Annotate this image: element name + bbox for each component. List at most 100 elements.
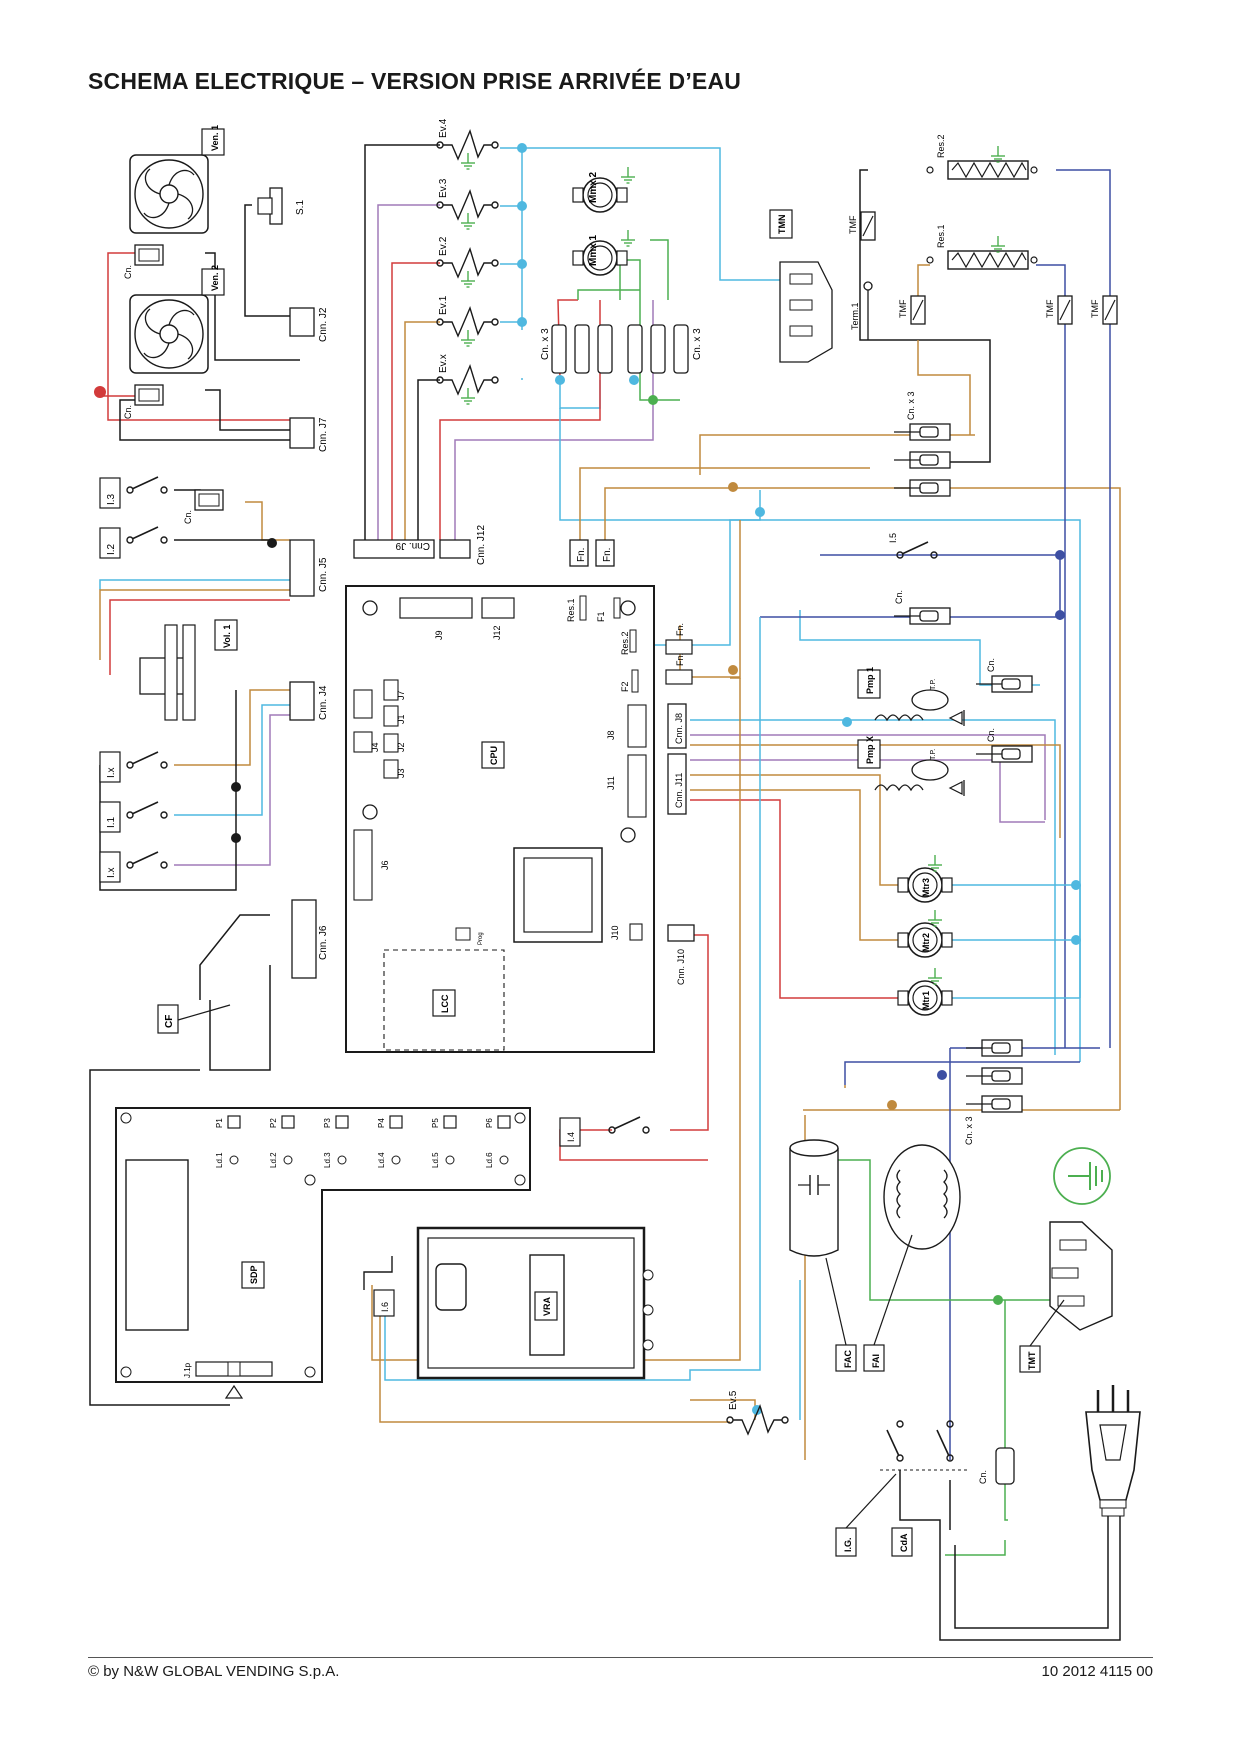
svg-text:Cnn. J12: Cnn. J12 bbox=[476, 525, 487, 565]
svg-text:Cn.: Cn. bbox=[183, 510, 193, 524]
switch-i4 bbox=[608, 1116, 650, 1134]
connector-fn-a: Fn. bbox=[569, 539, 589, 567]
svg-text:J.1p: J.1p bbox=[183, 1362, 192, 1378]
switch-i1 bbox=[126, 801, 168, 819]
mixer-mmx1: Mmx 1 bbox=[572, 229, 636, 276]
connector-cnn-j5: Cnn. J5 bbox=[289, 539, 329, 597]
svg-text:Mtr3: Mtr3 bbox=[921, 878, 931, 897]
switch-i5: I.5 bbox=[888, 533, 938, 559]
svg-text:Cn.: Cn. bbox=[123, 265, 133, 279]
svg-text:Cn.: Cn. bbox=[978, 1470, 988, 1484]
svg-text:Cnn. J10: Cnn. J10 bbox=[676, 949, 686, 985]
svg-text:I.6: I.6 bbox=[380, 1302, 390, 1312]
label-ev4: Ev.4 bbox=[438, 118, 449, 138]
svg-text:Cnn. J6: Cnn. J6 bbox=[318, 925, 329, 960]
svg-text:Mtr1: Mtr1 bbox=[921, 991, 931, 1010]
svg-text:I.2: I.2 bbox=[106, 543, 117, 555]
svg-text:J9: J9 bbox=[434, 630, 444, 640]
svg-text:P2: P2 bbox=[269, 1118, 278, 1128]
connector-cn-right: Cn. bbox=[893, 590, 951, 625]
svg-text:P1: P1 bbox=[215, 1118, 224, 1128]
svg-text:P5: P5 bbox=[431, 1118, 440, 1128]
spade-block-upper: Cn. x 3 bbox=[893, 391, 951, 497]
svg-text:J3: J3 bbox=[396, 768, 406, 778]
svg-text:FAC: FAC bbox=[843, 1349, 853, 1368]
cpu-label: CPU bbox=[489, 746, 499, 765]
connector-strip-left: Cn. x 3 bbox=[540, 324, 613, 374]
svg-text:Prog: Prog bbox=[478, 932, 484, 945]
svg-text:Cn.: Cn. bbox=[123, 405, 133, 419]
svg-text:Ven. 1: Ven. 1 bbox=[210, 125, 220, 151]
svg-text:TMF: TMF bbox=[1090, 299, 1100, 318]
svg-text:FAI: FAI bbox=[871, 1354, 881, 1368]
resistor-res1: Res.1 bbox=[936, 224, 1029, 270]
label-ev3: Ev.3 bbox=[438, 178, 449, 198]
svg-text:J2: J2 bbox=[396, 742, 406, 752]
svg-text:Cn. x 3: Cn. x 3 bbox=[964, 1116, 974, 1145]
svg-text:Cnn. J11: Cnn. J11 bbox=[674, 773, 684, 808]
switch-i3-connector: Cn. bbox=[183, 489, 224, 524]
sdp-leds: Ld.1 Ld.2 Ld.3 Ld.4 Ld.5 Ld.6 bbox=[215, 1152, 509, 1168]
svg-text:Cnn. J5: Cnn. J5 bbox=[318, 557, 329, 592]
sdp-buttons: P1 P2 P3 P4 P5 P6 bbox=[215, 1115, 511, 1129]
svg-text:Cn.: Cn. bbox=[986, 728, 996, 742]
tmf-a: TMF bbox=[848, 211, 876, 241]
svg-text:J8: J8 bbox=[606, 730, 616, 740]
svg-text:Ld.1: Ld.1 bbox=[215, 1152, 224, 1168]
motor-mtr3: Mtr3 bbox=[897, 854, 953, 903]
svg-text:TMN: TMN bbox=[777, 215, 787, 235]
tmf-b: TMF bbox=[898, 295, 926, 325]
motor-mtr1: Mtr1 bbox=[897, 967, 953, 1016]
connector-cnn-j2: Cnn. J2 bbox=[289, 307, 329, 342]
svg-text:Cn. x 3: Cn. x 3 bbox=[540, 328, 551, 360]
connector-fn-c: Fn. bbox=[665, 623, 693, 655]
svg-text:Ld.4: Ld.4 bbox=[377, 1152, 386, 1168]
fan2-connector: Cn. bbox=[123, 384, 164, 419]
svg-text:Cn.: Cn. bbox=[986, 658, 996, 672]
pump-pmp1: Pmp 1 T.P. Cn. bbox=[857, 658, 1033, 726]
thermostat-term1: Term.1 bbox=[850, 281, 873, 340]
connector-cnn-j11: Cnn. J11 bbox=[667, 753, 687, 815]
svg-text:Cnn. J2: Cnn. J2 bbox=[318, 307, 329, 342]
svg-text:Fn.: Fn. bbox=[602, 548, 613, 562]
tmf-c: TMF bbox=[1045, 295, 1073, 325]
fan-ven1: Ven. 1 bbox=[129, 125, 225, 234]
svg-text:Ld.5: Ld.5 bbox=[431, 1152, 440, 1168]
svg-text:I.G.: I.G. bbox=[843, 1537, 853, 1552]
svg-text:Fn.: Fn. bbox=[675, 653, 685, 666]
svg-text:P4: P4 bbox=[377, 1118, 386, 1128]
sdp-panel: J.1p SDP bbox=[115, 1107, 531, 1399]
mixer-mmx2: Mmx 2 bbox=[572, 166, 636, 213]
svg-text:P3: P3 bbox=[323, 1118, 332, 1128]
switch-ix-b bbox=[126, 851, 168, 869]
svg-text:J11: J11 bbox=[606, 776, 616, 790]
svg-text:Cn.: Cn. bbox=[894, 590, 904, 604]
vra-transformer: VRA bbox=[416, 1226, 654, 1380]
motor-mtr2: Mtr2 bbox=[897, 909, 953, 958]
svg-text:Ld.3: Ld.3 bbox=[323, 1152, 332, 1168]
svg-text:Cnn. J4: Cnn. J4 bbox=[318, 685, 329, 720]
tmf-d: TMF bbox=[1090, 295, 1118, 325]
svg-text:J12: J12 bbox=[492, 625, 502, 640]
svg-text:Cn. x 3: Cn. x 3 bbox=[692, 328, 703, 360]
cpu-board: J9 J12 Res.1 F1 Res.2 F2 J5 J7 J1 J4 J2 … bbox=[345, 585, 655, 1053]
vra-label: VRA bbox=[542, 1296, 552, 1316]
svg-text:T.P.: T.P. bbox=[930, 749, 937, 760]
svg-text:CdA: CdA bbox=[899, 1533, 909, 1552]
svg-text:Cnn. J9: Cnn. J9 bbox=[395, 540, 430, 551]
connector-cnn-j12: Cnn. J12 bbox=[439, 525, 487, 565]
svg-text:S.1: S.1 bbox=[295, 200, 306, 215]
svg-text:Pmp 1: Pmp 1 bbox=[865, 667, 875, 694]
svg-text:Ld.6: Ld.6 bbox=[485, 1152, 494, 1168]
connector-cnn-j7: Cnn. J7 bbox=[289, 417, 329, 452]
connector-fn-b: Fn. bbox=[595, 539, 615, 567]
svg-text:J1: J1 bbox=[396, 714, 406, 724]
svg-text:I.1: I.1 bbox=[106, 816, 117, 828]
svg-text:Res.1: Res.1 bbox=[936, 224, 946, 248]
wires bbox=[89, 144, 1121, 1641]
pump-pmpx: Pmp X T.P. Cn. bbox=[857, 728, 1033, 796]
footer-rule bbox=[88, 1657, 1153, 1658]
svg-text:I.4: I.4 bbox=[566, 1132, 576, 1142]
svg-text:TMT: TMT bbox=[1027, 1351, 1037, 1370]
